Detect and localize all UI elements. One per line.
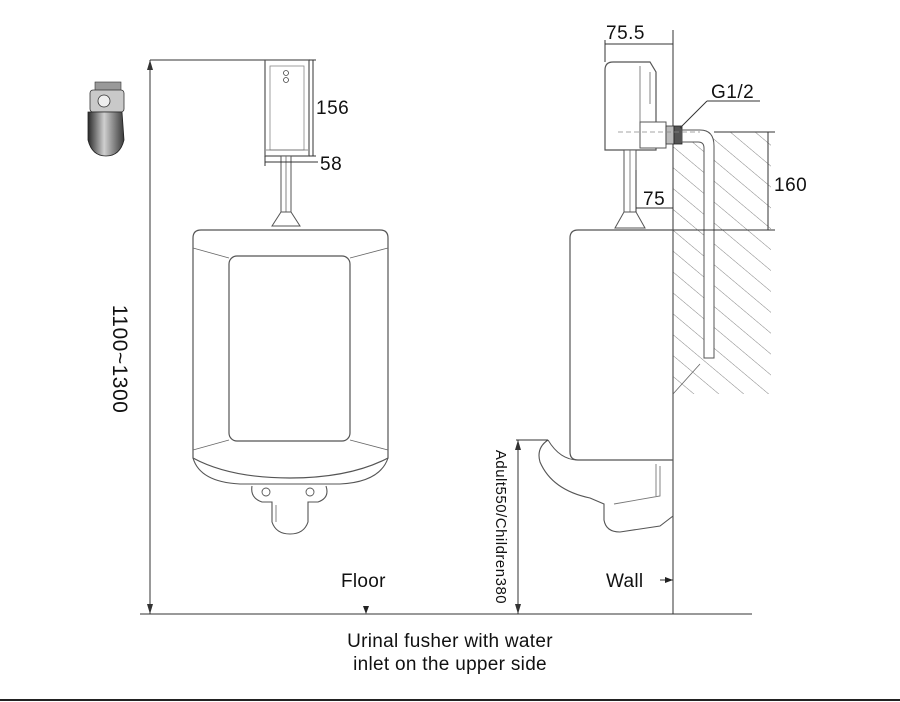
- front-sensor-unit: [264, 59, 310, 227]
- wall-label: Wall: [606, 571, 643, 592]
- inlet-offset-dimension: 75: [635, 170, 673, 212]
- caption: Urinal fusher with water inlet on the up…: [0, 630, 900, 676]
- inlet-thread-label: G1/2: [711, 82, 754, 103]
- wall-label-group: Wall: [606, 571, 673, 592]
- sensor-width-dimension: 58: [264, 154, 342, 175]
- floor-line: Floor: [140, 571, 752, 615]
- bottom-divider: [0, 699, 900, 701]
- caption-line-2: inlet on the upper side: [353, 654, 547, 675]
- overall-height-dimension: 1100~1300: [108, 59, 265, 614]
- floor-label: Floor: [341, 571, 386, 592]
- rim-height-dimension: Adult550/Children380: [492, 439, 548, 614]
- side-depth-dimension: 75.5: [604, 23, 673, 62]
- side-urinal: [538, 229, 674, 533]
- sensor-width-label: 58: [320, 154, 342, 175]
- inlet-offset-label: 75: [643, 189, 665, 210]
- height-range-label: 1100~1300: [108, 305, 131, 414]
- sensor-height-label: 156: [316, 98, 349, 119]
- side-sensor-unit: [604, 61, 715, 359]
- sensor-height-dimension: 156: [309, 59, 349, 157]
- inlet-height-label: 160: [774, 175, 807, 196]
- product-thumbnail: [87, 81, 125, 157]
- inlet-thread-callout: G1/2: [679, 82, 760, 129]
- caption-line-1: Urinal fusher with water: [347, 631, 553, 652]
- side-depth-label: 75.5: [606, 23, 645, 44]
- front-urinal: [192, 229, 389, 535]
- inlet-height-dimension: 160: [673, 131, 807, 231]
- rim-height-label: Adult550/Children380: [492, 450, 509, 604]
